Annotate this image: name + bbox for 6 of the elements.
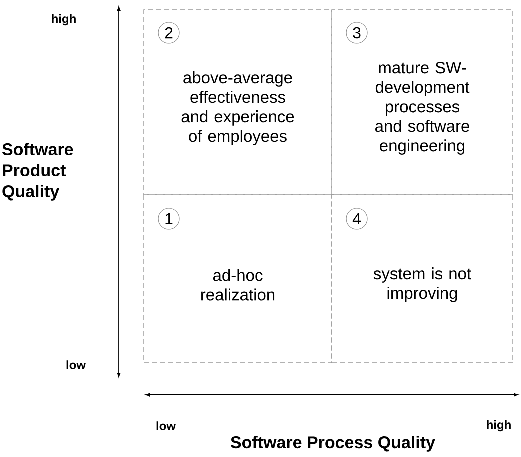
axis-tick-label: high xyxy=(487,420,511,432)
axis-tick-label: low xyxy=(66,360,86,370)
axis-title: Software Product Quality xyxy=(2,143,74,201)
axis-tick-label: low xyxy=(156,422,176,430)
axis-tick-label: high xyxy=(52,14,76,26)
axis-title: Software Process Quality xyxy=(230,436,436,452)
